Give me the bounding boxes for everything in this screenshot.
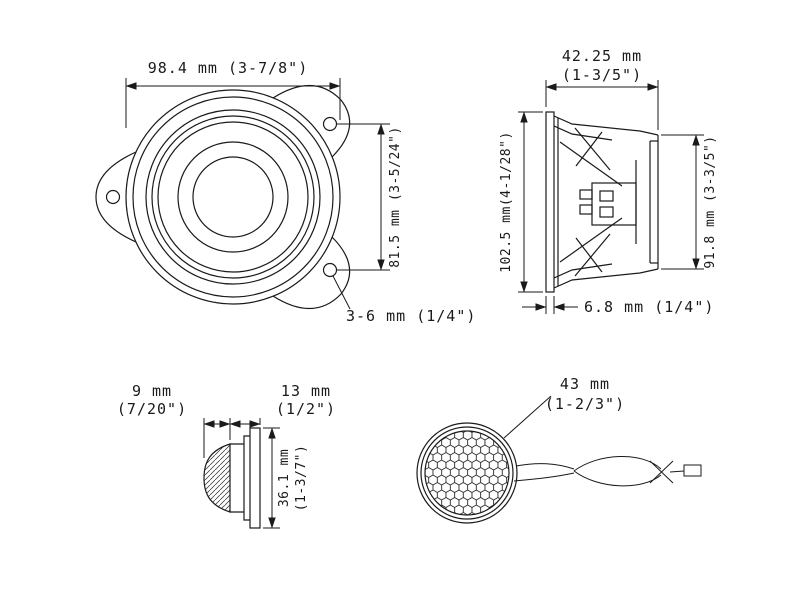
tweeter-side-view: 9 mm (7/20") 13 mm (1/2") 36.1 mm (1-3/7… [117,382,336,529]
tweeter-side-dimension-lines [203,418,280,529]
wire-strand-top [515,463,575,470]
wire-strand-bottom [513,472,575,482]
dim-side-height: 102.5 mm(4-1/28") [499,131,514,273]
tweeter-front-dimension-lines [503,395,552,439]
dim-woofer-height: 81.5 mm (3-5/24") [388,126,403,268]
dim-tweeter-front-depth-mm: 9 mm [132,382,172,400]
dim-woofer-width: 98.4 mm (3-7/8") [148,59,309,77]
tweeter-collar [243,435,250,521]
dust-cap-circle [192,156,274,238]
woofer-front-body [95,84,351,310]
basket-braces-bottom [574,233,611,277]
woofer-side-dimension-lines [518,80,704,314]
woofer-side-body [545,111,659,293]
tweeter-dome-grille [203,443,231,513]
tweeter-wire [513,455,702,487]
dim-tweeter-height-mm: 36.1 mm [277,449,292,507]
cone-profile [559,141,623,263]
dim-depth-mm: 42.25 mm [562,47,642,65]
terminal-tab-1 [579,189,593,200]
tweeter-plate [249,427,261,529]
basket-bottom-edge [553,268,659,289]
mounting-ear-left [95,151,137,243]
cone-circle [177,141,289,253]
dim-tweeter-flange-depth-in: (1/2") [276,400,336,418]
basket-top-edge [553,115,659,136]
mounting-hole-bottom-right [322,262,338,278]
dim-tweeter-diameter-mm: 43 mm [560,375,610,393]
dim-tweeter-flange-depth-mm: 13 mm [281,382,331,400]
wire-connector [683,464,702,477]
dim-mounting-hole: 3-6 mm (1/4") [346,307,476,325]
hole-leader-line [332,275,351,310]
flange-profile [545,111,555,293]
tweeter-front-view: 43 mm (1-2/3") [416,375,702,524]
mounting-ear-bottom-right [272,236,351,310]
woofer-front-view: 98.4 mm (3-7/8") 81.5 mm (3-5/24") 3-6 m… [95,59,476,325]
wire-loop-top [573,455,662,472]
dim-rear-height: 91.8 mm (3-3/5") [703,135,718,268]
woofer-front-dimension-lines [125,78,390,310]
wire-loop-bottom [573,470,662,487]
dim-flange-thickness: 6.8 mm (1/4") [584,298,714,316]
dim-tweeter-front-depth-in: (7/20") [117,400,187,418]
dim-tweeter-height-in: (1-3/7") [294,445,309,512]
diameter-leader-line [503,395,552,439]
mounting-ear-top-right [272,84,351,158]
mounting-hole-top-right [322,116,338,132]
tweeter-mesh-grille [424,430,510,516]
dim-tweeter-diameter-in: (1-2/3") [545,395,625,413]
tweeter-rim-ring [420,426,514,520]
terminal-block [591,182,637,226]
woofer-side-view: 42.25 mm (1-3/5") 102.5 mm(4-1/28") 91.8… [499,47,718,316]
tweeter-outer-ring [416,422,518,524]
basket-braces-top [574,127,611,171]
mounting-hole-left [105,189,121,205]
terminal-tab-2 [579,204,593,215]
tweeter-body-edges [230,443,244,513]
dim-depth-in: (1-3/5") [562,66,642,84]
wire-twist [649,460,674,484]
flange-outer-circle [125,89,341,305]
tweeter-side-body [230,427,261,529]
